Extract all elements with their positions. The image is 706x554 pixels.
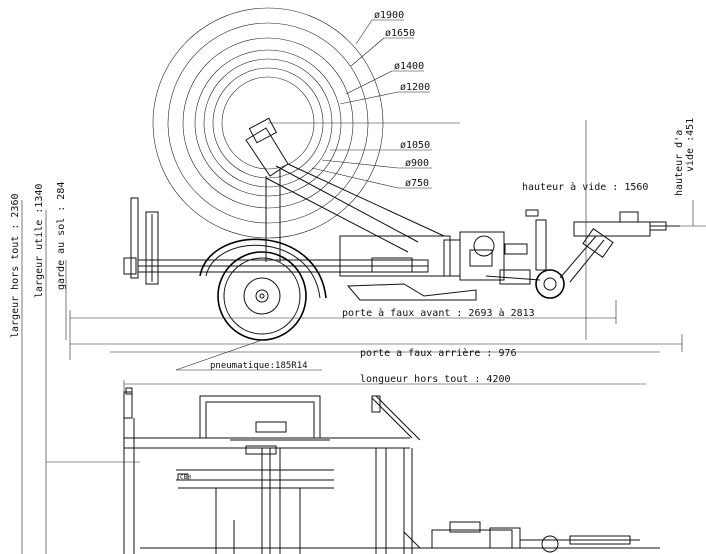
label-d1900: ø1900 xyxy=(374,10,404,21)
side-view-machine xyxy=(123,117,680,341)
label-d750: ø750 xyxy=(405,178,429,189)
label-garde-au-sol: garde au sol : 284 xyxy=(56,182,67,290)
drum-circles xyxy=(152,7,460,239)
dimension-lines xyxy=(21,120,706,554)
label-d1050: ø1050 xyxy=(400,140,430,151)
label-d1650: ø1650 xyxy=(385,28,415,39)
label-d900: ø900 xyxy=(405,158,429,169)
label-hauteur-da-vide-1: hauteur d'a xyxy=(674,130,685,196)
front-view-machine xyxy=(123,387,660,554)
label-d1200: ø1200 xyxy=(400,82,430,93)
label-porte-faux-avant: porte à faux avant : 2693 à 2813 xyxy=(342,307,535,319)
label-longueur-hors-tout: longueur hors tout : 4200 xyxy=(360,374,511,385)
label-largeur-utile: largeur utile :1340 xyxy=(34,184,45,298)
label-porte-faux-arriere: porte a faux arrière : 976 xyxy=(360,347,517,359)
label-hauteur-da-vide-2: vide :451 xyxy=(685,118,696,172)
label-pneumatique: pneumatique:185R14 xyxy=(210,361,308,371)
label-d1400: ø1400 xyxy=(394,61,424,72)
label-largeur-hors-tout: largeur hors tout : 2360 xyxy=(10,194,21,339)
diameter-leaders xyxy=(311,19,432,189)
wheel xyxy=(217,251,307,341)
label-cbh: CBH xyxy=(180,474,191,481)
label-hauteur-a-vide: hauteur à vide : 1560 xyxy=(522,181,648,193)
